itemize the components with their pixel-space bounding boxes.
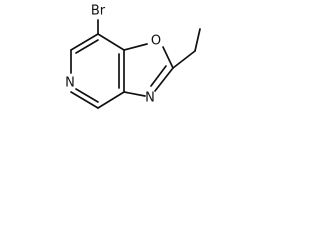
bond-c7a-o1 — [123, 43, 148, 51]
bond-o1-c2 — [162, 46, 174, 69]
bond-c7-c7a — [97, 33, 125, 51]
bond-c2-n3 — [154, 67, 174, 92]
bond-c2-n3-double — [150, 65, 167, 87]
bond-n5-c4 — [70, 91, 99, 109]
bond-n3-c3a — [123, 91, 146, 97]
bond-n5-c4-double — [75, 88, 99, 103]
oxygen-atom-label: O — [151, 34, 161, 49]
bond-c7-c6 — [70, 33, 99, 51]
bond-c4-c3a — [97, 91, 125, 109]
oxazole-nitrogen-atom-label: N — [145, 91, 155, 106]
bond-c2-ethyl-ch2 — [172, 50, 196, 69]
bond-ethyl-ch3 — [194, 28, 201, 52]
bromine-atom-label: Br — [91, 4, 106, 19]
bond-c7-c6-double — [75, 39, 99, 54]
pyridine-nitrogen-atom-label: N — [65, 76, 75, 91]
bond-lines — [70, 19, 201, 109]
atom-labels: Br O N N — [65, 4, 161, 106]
chemical-structure: Br O N N — [65, 4, 201, 109]
